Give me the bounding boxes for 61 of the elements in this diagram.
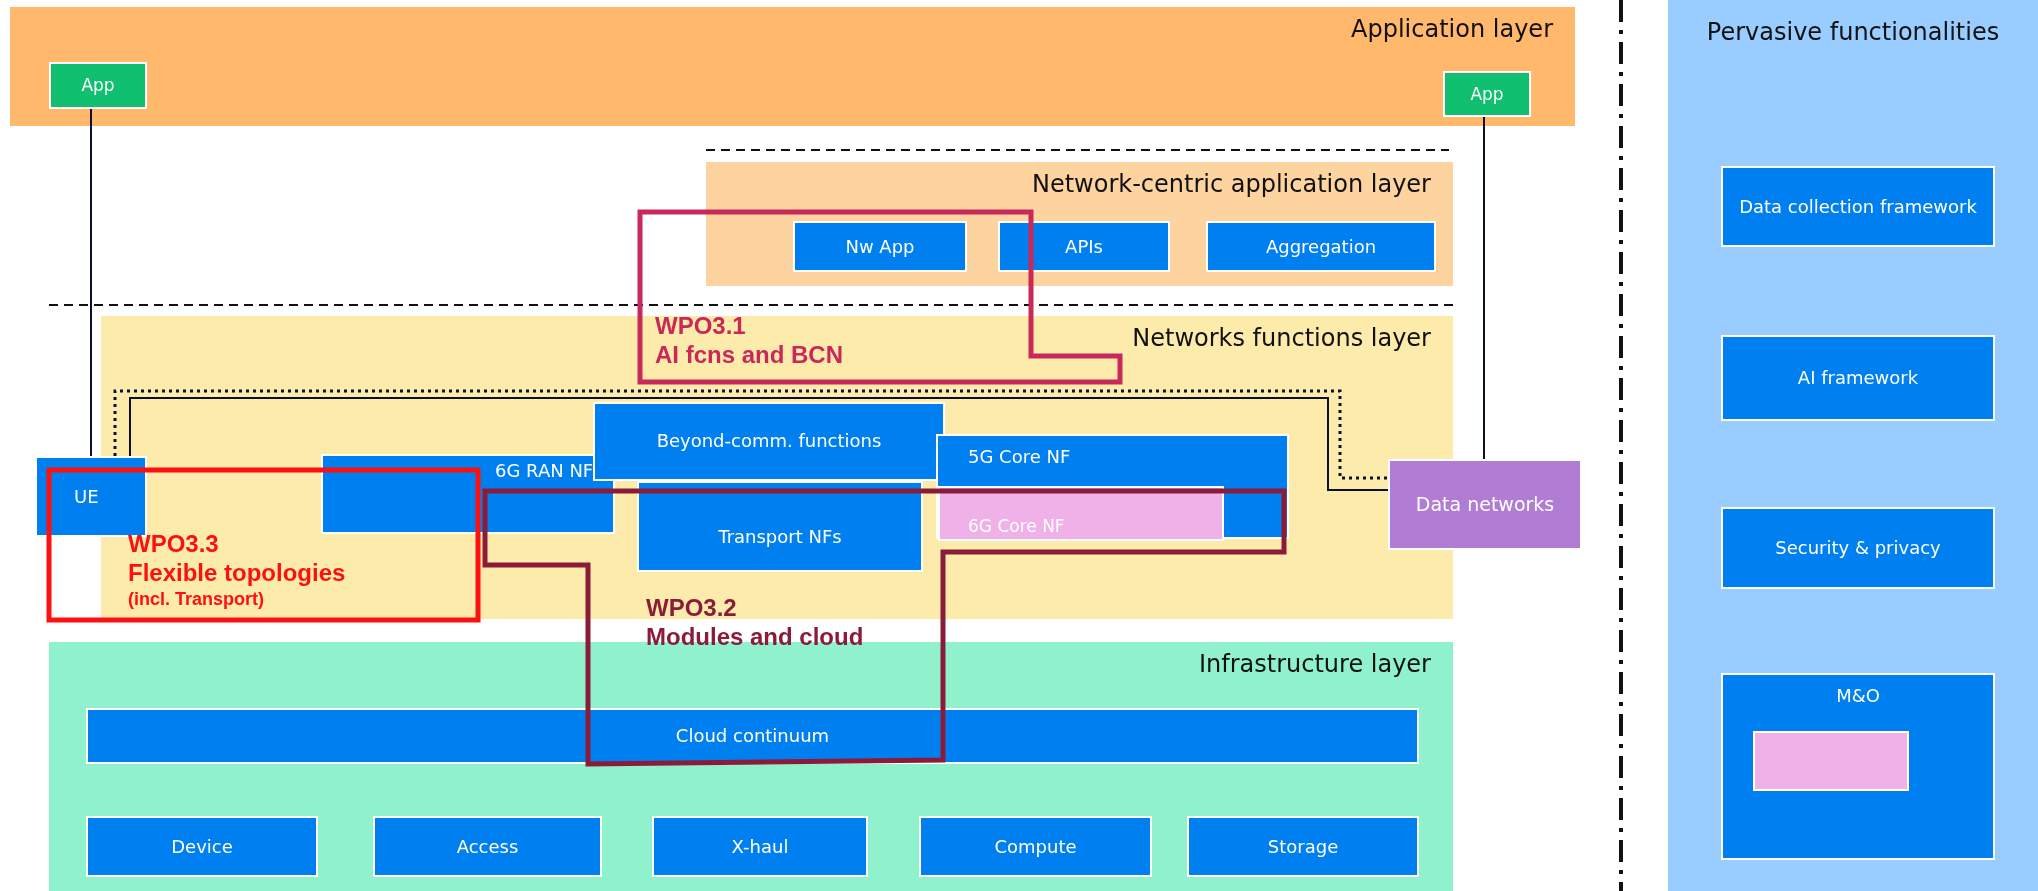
box-label: Cloud continuum xyxy=(675,725,830,747)
function-box xyxy=(793,221,967,272)
layer-title: Pervasive functionalities xyxy=(1706,18,2000,47)
box-label: AI framework xyxy=(1797,367,1919,389)
function-box xyxy=(919,816,1152,877)
connector-line xyxy=(113,389,1388,480)
function-box xyxy=(593,402,945,481)
connector-line xyxy=(90,108,92,457)
box-label: UE xyxy=(74,485,99,508)
box-label: X-haul xyxy=(731,835,789,858)
function-box xyxy=(652,816,868,877)
box-label: Compute xyxy=(994,835,1077,858)
box-label: App xyxy=(81,75,115,96)
box-label: Data collection framework xyxy=(1739,195,1977,218)
connector-line xyxy=(1483,116,1485,460)
inner-box xyxy=(1753,731,1909,791)
box-label: 5G Core NF xyxy=(968,446,1071,468)
box-label: Nw App xyxy=(845,235,915,258)
region-label: WPO3.2 xyxy=(646,594,737,623)
function-box xyxy=(1721,335,1995,421)
connector-line xyxy=(129,397,1389,491)
app-box xyxy=(49,62,147,109)
layer-title: Application layer xyxy=(1351,15,1553,44)
box-label: App xyxy=(1470,83,1504,105)
box-label: M&O xyxy=(1836,685,1880,707)
box-label: 6G Core NF xyxy=(968,515,1065,536)
region-label: WPO3.1 xyxy=(655,312,746,341)
function-box xyxy=(938,486,1224,541)
function-box xyxy=(1721,507,1995,589)
region-label: Modules and cloud xyxy=(646,623,864,653)
function-box xyxy=(1721,673,1995,860)
function-box xyxy=(998,221,1170,272)
box-label: Aggregation xyxy=(1265,235,1377,258)
box-label: APIs xyxy=(1065,235,1103,258)
layer-title: Infrastructure layer xyxy=(1198,650,1431,679)
box-label: 6G RAN NF xyxy=(495,460,594,482)
box-label: Storage xyxy=(1267,835,1339,858)
function-box xyxy=(936,434,1289,539)
region-label: Flexible topologies xyxy=(128,559,346,589)
layer-title: Network-centric application layer xyxy=(1031,170,1431,199)
function-box xyxy=(86,816,318,877)
box-label: Transport NFs xyxy=(718,526,842,548)
box-label: Device xyxy=(171,835,233,858)
function-box xyxy=(373,816,602,877)
function-box xyxy=(637,481,923,572)
app-box xyxy=(1443,71,1531,117)
function-box xyxy=(1187,816,1419,877)
side-panel xyxy=(1668,0,2038,891)
layer-band xyxy=(10,7,1575,126)
data-networks-box xyxy=(1388,459,1582,550)
region-label: AI fcns and BCN xyxy=(655,341,843,371)
region-label: (incl. Transport) xyxy=(128,588,264,611)
region-label: WPO3.3 xyxy=(128,530,219,559)
box-label: Access xyxy=(456,835,519,858)
function-box xyxy=(86,708,1419,764)
function-box xyxy=(1206,221,1436,272)
box-label: Security & privacy xyxy=(1775,537,1941,559)
box-label: Beyond-comm. functions xyxy=(656,430,882,452)
function-box xyxy=(1721,166,1995,247)
box-label: Data networks xyxy=(1415,493,1555,516)
layer-title: Networks functions layer xyxy=(1132,324,1431,353)
